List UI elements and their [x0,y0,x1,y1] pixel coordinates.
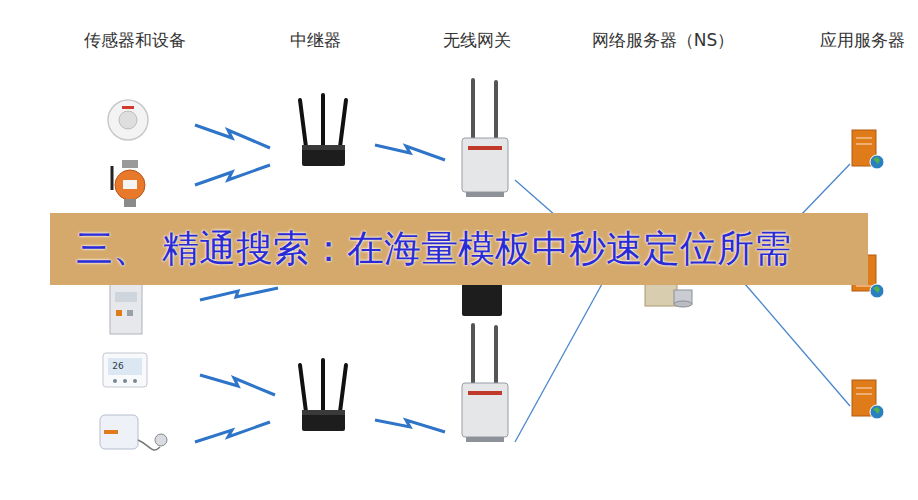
column-header: 无线网关 [443,29,511,52]
column-header: 中继器 [290,29,341,52]
repeater-top [302,410,345,415]
server-slot [856,394,872,395]
gateway-base [466,437,504,442]
column-header: 网络服务器（NS） [592,29,735,52]
thermostat [103,353,147,387]
sensor-box [100,415,167,450]
meter-button [127,310,133,316]
link-line [800,164,850,216]
thermostat-button [113,379,117,383]
column-header: 应用服务器 [820,29,905,52]
gateway-logo [468,391,502,395]
thermostat-display [108,358,142,375]
probe-head [155,434,167,446]
thermostat-body [103,353,147,387]
repeater-body [462,282,502,316]
gateway-body [462,138,508,192]
repeater [300,360,346,431]
thermostat-button [133,379,137,383]
server-slot [856,388,872,389]
wireless-bolt [200,375,275,395]
title-banner: 三、 精通搜索：在海量模板中秒速定位所需 [50,213,868,285]
gateway-antenna [471,80,475,140]
thermostat-button [123,379,127,383]
repeater-antenna [340,365,346,412]
orange-sensor [112,160,145,207]
meter-button [116,310,122,316]
server-globe [870,284,884,298]
column-header: 传感器和设备 [84,29,186,52]
detector-center [119,111,137,129]
smoke-detector [108,100,148,140]
sensor-cap [122,160,138,168]
sensor-display [123,180,137,189]
sensor-antenna [111,166,114,190]
repeater-body [302,145,345,166]
gateway-logo [468,146,502,150]
link-line [515,180,556,216]
detector-logo [122,106,134,109]
repeater [462,282,502,316]
server-globe [870,405,884,419]
din-meter [110,284,142,334]
app-server [852,130,884,169]
wireless-bolt [375,145,445,160]
gateway [462,325,508,442]
box-logo [104,430,118,434]
repeater-antenna [321,360,325,411]
server-globe [870,155,884,169]
gateway-antenna [494,82,498,140]
wireless-bolt [375,420,445,432]
wireless-bolt [195,165,270,185]
detector-body [108,100,148,140]
repeater-antenna [340,100,346,147]
globe-land [873,407,880,414]
sensor-base [124,199,136,207]
server-slot [856,144,872,145]
link-lines [515,164,850,442]
wireless-bolt [195,422,270,442]
repeater-antenna [321,95,325,146]
repeater [300,95,346,166]
banner-heading: 三、 精通搜索：在海量模板中秒速定位所需 [76,224,791,274]
gateway-body [462,383,508,437]
meter-display [115,292,137,302]
app-server [852,380,884,419]
globe-land [873,286,880,293]
gateway-antenna [471,325,475,385]
link-line [515,284,602,442]
repeater-antenna [300,365,306,412]
link-line [745,284,850,406]
storage-bottom [674,301,692,307]
meter-body [110,284,142,334]
repeater-antenna [300,100,306,147]
gateway-antenna [494,327,498,385]
repeater-body [302,410,345,431]
wireless-bolt [200,288,278,300]
box-body [100,415,138,449]
server-slot [856,138,872,139]
repeater-top [302,145,345,150]
server-slot [856,286,872,287]
wireless-bolt [195,125,270,148]
gateway [462,80,508,197]
globe-land [873,157,880,164]
gateway-base [466,192,504,197]
sensor-body [115,170,145,200]
display-reading: 26 [112,361,123,371]
